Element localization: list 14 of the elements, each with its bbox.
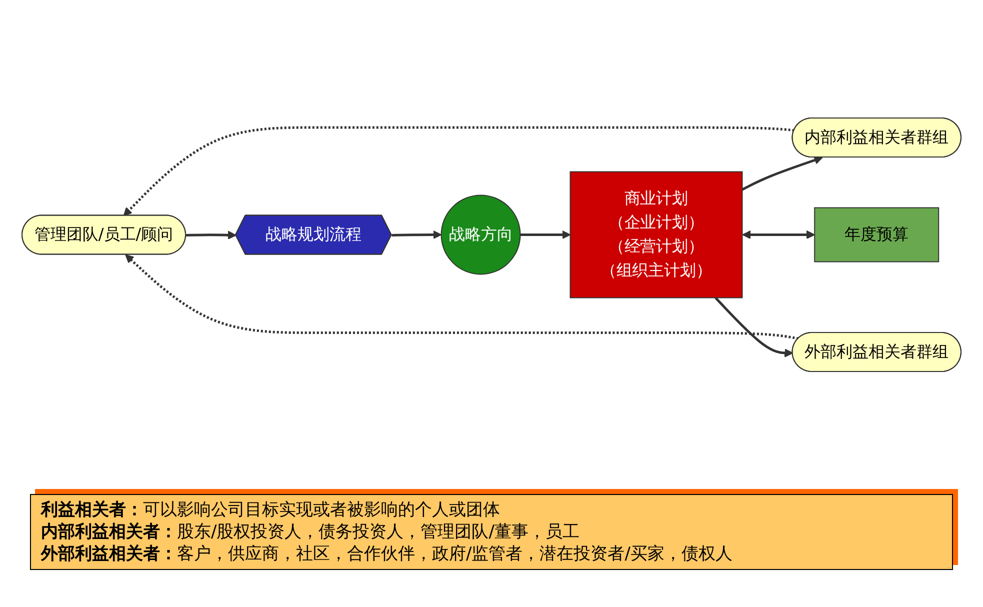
definition-text: 内部利益相关者：股东/股权投资人，债务投资人，管理团队/董事，员工 bbox=[41, 521, 580, 543]
arrow bbox=[714, 297, 794, 358]
arrow bbox=[123, 126, 794, 216]
arrow bbox=[186, 230, 236, 240]
definition-text: 外部利益相关者：客户，供应商，社区，合作伙伴，政府/监管者，潜在投资者/买家，债权人 bbox=[41, 543, 734, 565]
arrow bbox=[742, 230, 815, 240]
arrow bbox=[392, 230, 442, 240]
arrow bbox=[742, 156, 823, 191]
arrow bbox=[520, 230, 571, 240]
node-box: 年度预算 bbox=[814, 208, 940, 262]
node-box: 商业计划 （企业计划） （经营计划） （组织主计划） bbox=[570, 172, 743, 298]
node-circle: 战略方向 bbox=[440, 195, 521, 275]
arrow bbox=[125, 254, 799, 340]
definition-text: 利益相关者：可以影响公司目标实现或者被影响的个人或团体 bbox=[41, 499, 501, 521]
